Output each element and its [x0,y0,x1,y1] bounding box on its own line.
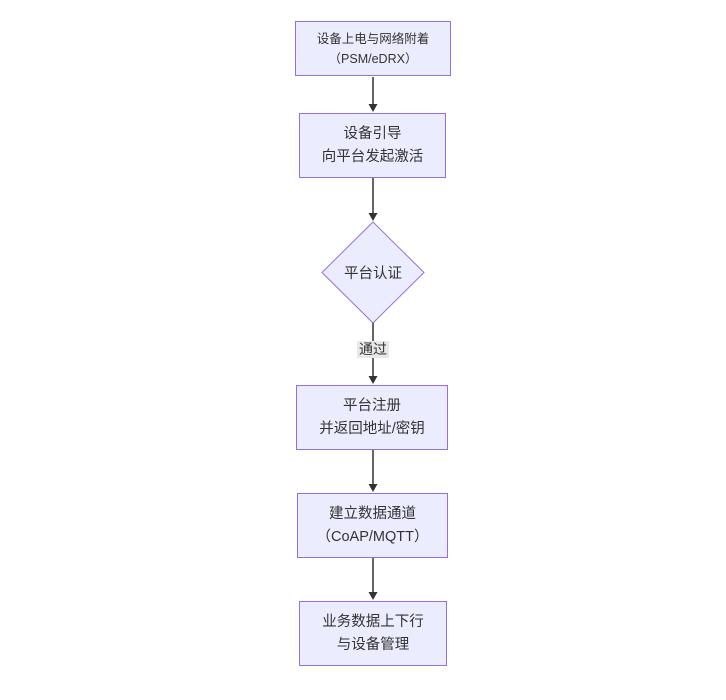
node-text-line: 并返回地址/密钥 [319,420,425,437]
arrowhead-icon [368,104,378,112]
node-device-bootstrap: 设备引导 向平台发起激活 [299,113,446,178]
arrowhead-icon [368,592,378,600]
arrowhead-icon [368,213,378,221]
node-business-data-device-mgmt: 业务数据上下行 与设备管理 [299,601,447,666]
node-text-line: （PSM/eDRX） [328,51,418,66]
arrowhead-icon [368,484,378,492]
node-text-line: 设备上电与网络附着 [316,31,430,46]
node-power-network-attach: 设备上电与网络附着 （PSM/eDRX） [295,21,451,76]
node-text-line: 业务数据上下行 [322,613,424,630]
node-text-line: 平台注册 [343,397,401,414]
node-text-line: （CoAP/MQTT） [316,528,429,545]
edge-label-pass: 通过 [357,341,389,358]
arrowhead-icon [368,376,378,384]
node-data-channel: 建立数据通道 （CoAP/MQTT） [297,493,448,558]
node-platform-auth-decision: 平台认证 [344,266,402,282]
node-platform-register: 平台注册 并返回地址/密钥 [296,385,448,450]
node-text-line: 向平台发起激活 [321,148,424,165]
node-text-line: 与设备管理 [336,636,410,653]
node-text-line: 设备引导 [343,125,402,142]
node-text-line: 建立数据通道 [329,505,416,522]
